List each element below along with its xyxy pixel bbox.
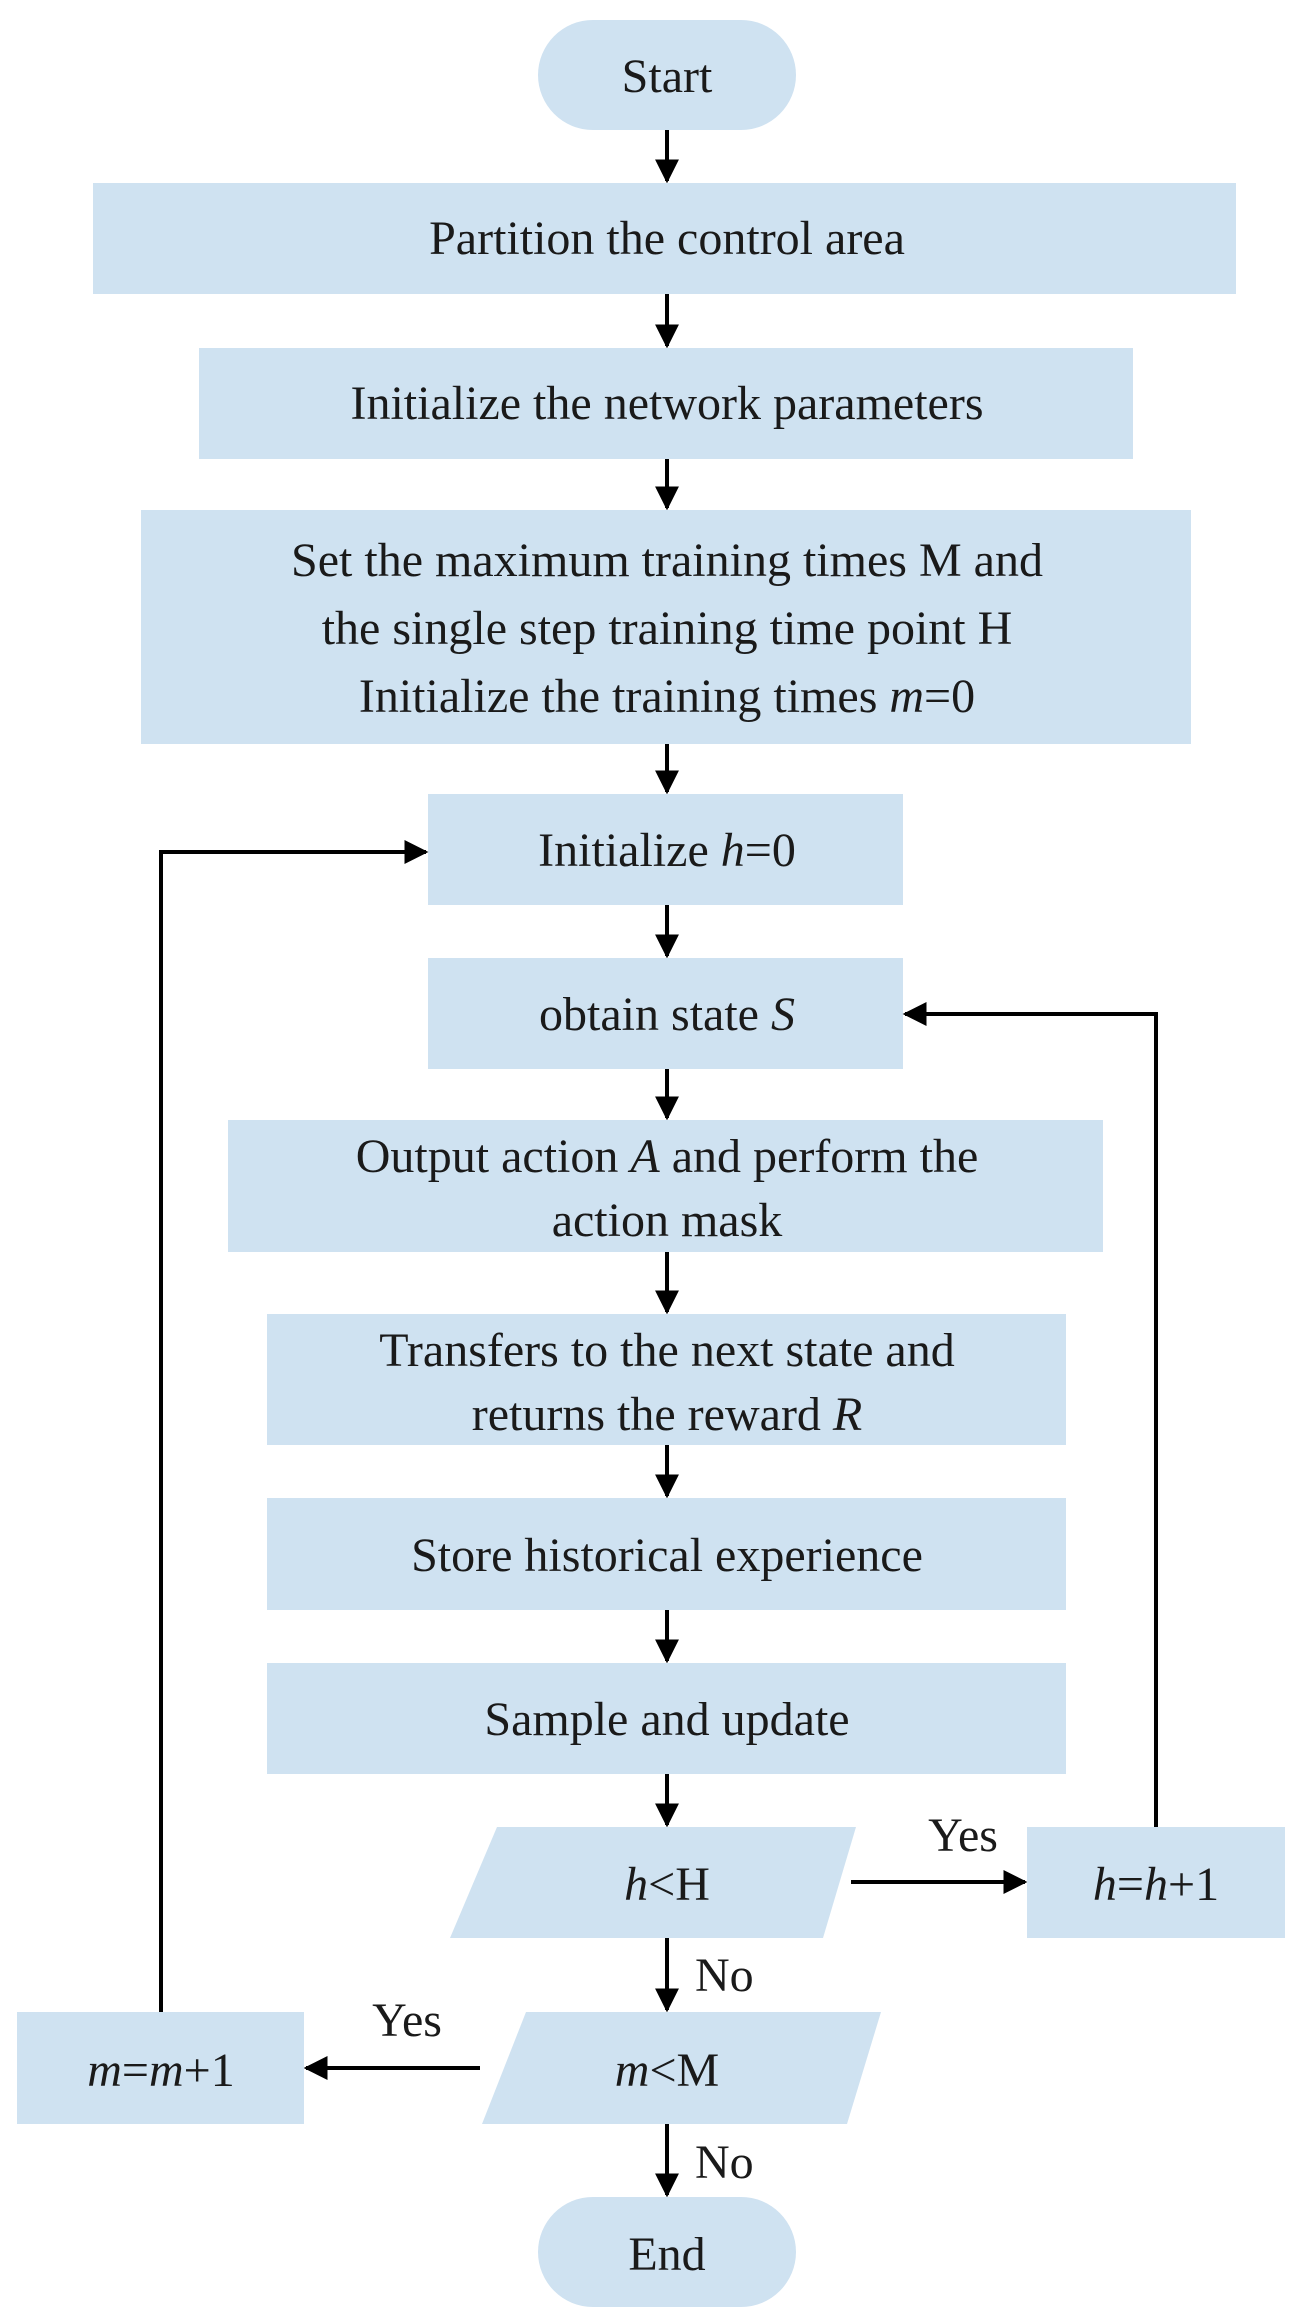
init-params-label: Initialize the network parameters (350, 377, 983, 430)
obtain-state-label: obtain state S (539, 988, 795, 1041)
start-terminal: Start (538, 20, 796, 130)
end-terminal: End (538, 2197, 796, 2307)
init-h-step: Initialize h=0 (428, 794, 903, 905)
partition-label: Partition the control area (429, 212, 905, 265)
init-params-step: Initialize the network parameters (199, 348, 1133, 459)
arrow-minc-inith (159, 840, 429, 2012)
init-h-label: Initialize h=0 (538, 824, 796, 877)
arrow-hinc-obtain (902, 1002, 1158, 1827)
set-max-step: Set the maximum training times M and the… (141, 510, 1191, 744)
m-inc-step: m=m+1 (17, 2012, 304, 2124)
yes-m-label: Yes (372, 1994, 442, 2047)
obtain-state-step: obtain state S (428, 958, 903, 1069)
sample-step: Sample and update (267, 1663, 1066, 1774)
partition-step: Partition the control area (93, 183, 1236, 294)
h-inc-label: h=h+1 (1093, 1858, 1219, 1911)
transfers-line-1: Transfers to the next state and (379, 1324, 954, 1377)
set-max-line-1: Set the maximum training times M and (291, 534, 1043, 587)
init-m-line: Initialize the training times m=0 (359, 670, 975, 723)
no-h-label: No (695, 1949, 754, 2002)
output-action-step: Output action A and perform the action m… (228, 1120, 1103, 1252)
cond-h-decision: h<H (450, 1827, 856, 1938)
store-label: Store historical experience (411, 1529, 923, 1582)
cond-h-label: h<H (624, 1858, 710, 1911)
no-m-label: No (695, 2136, 754, 2189)
transfers-step: Transfers to the next state and returns … (267, 1314, 1066, 1445)
transfers-line-2: returns the reward R (472, 1388, 863, 1441)
store-step: Store historical experience (267, 1498, 1066, 1610)
set-max-line-2: the single step training time point H (322, 602, 1013, 655)
yes-h-label: Yes (928, 1809, 998, 1862)
h-inc-step: h=h+1 (1027, 1827, 1285, 1938)
m-inc-label: m=m+1 (87, 2044, 235, 2097)
sample-label: Sample and update (484, 1693, 849, 1746)
cond-m-decision: m<M (482, 2012, 881, 2124)
end-label: End (628, 2228, 705, 2281)
output-action-line-1: Output action A and perform the (356, 1130, 979, 1183)
output-action-line-2: action mask (552, 1194, 783, 1247)
start-label: Start (622, 50, 713, 103)
cond-m-label: m<M (615, 2044, 719, 2097)
